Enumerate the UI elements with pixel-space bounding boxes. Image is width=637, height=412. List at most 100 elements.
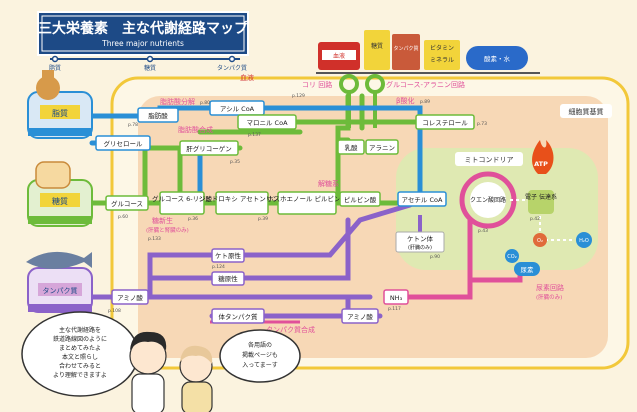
lipolysis-label: 脂肪酸分解 xyxy=(160,97,195,106)
page-ref: p.124 xyxy=(212,264,225,270)
node-malonyl-coa[interactable] xyxy=(237,114,297,130)
man-avatar xyxy=(129,331,167,412)
node-nh3-label: NH₃ xyxy=(390,294,403,302)
bubble-line: 入ってまーす xyxy=(242,362,277,369)
cori-cycle-label: コリ 回路 xyxy=(302,80,332,89)
protein-train-label: タンパク質 xyxy=(43,286,78,295)
node-o2-label: O₂ xyxy=(537,238,543,244)
node-nh3[interactable] xyxy=(383,289,409,305)
blood-label: 血液 xyxy=(240,73,254,82)
cargo-train: 血液 糖質 タンパク質 ビタミン ミネラル 酸素・水 xyxy=(316,30,540,74)
node-acetyl-coa[interactable] xyxy=(397,191,447,207)
node-atp-label: ATP xyxy=(534,160,548,168)
node-amino-acid[interactable] xyxy=(111,289,149,305)
station-lipid: 脂質 xyxy=(49,64,61,72)
node-pep[interactable] xyxy=(277,191,337,215)
cargo-oxygen-water: 酸素・水 xyxy=(484,54,511,63)
sugar-train: 糖質 xyxy=(27,161,93,227)
node-glycerol[interactable] xyxy=(95,135,151,151)
node-acyl-coa-label: アシル CoA xyxy=(220,105,255,113)
bubble-line: 各用語の xyxy=(248,341,272,349)
node-ketone-label: ケトン体 xyxy=(407,234,434,243)
node-g6p-label: グルコース 6-リン酸 xyxy=(152,194,213,203)
node-glycogen-label: 肝グリコーゲン xyxy=(186,144,232,153)
node-malonyl-coa-label: マロニル CoA xyxy=(246,119,288,127)
cargo-mineral: ミネラル xyxy=(430,57,454,64)
sugar-train-label: 糖質 xyxy=(52,196,68,206)
fish-icon xyxy=(26,251,92,269)
bubble-line: 本文と照らし xyxy=(62,353,98,361)
glucose-alanine-cycle-label: グルコース-アラニン回路 xyxy=(386,80,465,89)
mito-label-box xyxy=(455,152,523,166)
page-ref: p.108 xyxy=(108,308,121,314)
page-ref: p.90 xyxy=(430,254,440,260)
node-urea[interactable] xyxy=(514,262,540,276)
gluconeogenesis-note: (肝臓と腎臓のみ) xyxy=(146,226,189,234)
page-ref: p.42 xyxy=(530,216,540,222)
page-ref: p.43 xyxy=(478,228,488,234)
node-ketone[interactable] xyxy=(395,231,445,253)
lipid-train: 脂質 xyxy=(27,70,93,139)
bread-icon xyxy=(35,161,71,189)
node-alanine[interactable] xyxy=(365,139,399,155)
node-acetyl-coa-label: アセチル CoA xyxy=(402,196,443,204)
node-pyruvate-label: ピルビン酸 xyxy=(344,195,377,204)
page-ref: p.133 xyxy=(148,236,161,242)
beta-oxidation-label: β酸化 xyxy=(396,96,414,105)
gluconeogenesis-label: 糖新生 xyxy=(152,216,173,225)
protein-synth-label: タンパク質合成 xyxy=(266,325,315,334)
urea-note: (肝臓のみ) xyxy=(536,293,562,301)
node-pyruvate[interactable] xyxy=(339,191,381,207)
node-g6p[interactable] xyxy=(159,191,205,215)
bubble-line: 主な代謝経路を xyxy=(59,326,101,334)
node-co2[interactable] xyxy=(505,249,519,263)
oil-bottle-icon xyxy=(36,76,60,100)
page-title: 三大栄養素 主な代謝経路マップ xyxy=(38,20,249,37)
node-dhap[interactable] xyxy=(215,191,269,215)
node-etc[interactable] xyxy=(528,190,554,214)
node-glucose[interactable] xyxy=(105,195,149,211)
page-ref: p.117 xyxy=(388,306,401,312)
atp-flame-icon xyxy=(532,140,554,174)
node-glycogen[interactable] xyxy=(179,140,239,156)
node-glucogenic[interactable] xyxy=(211,271,245,286)
lipid-train-label: 脂質 xyxy=(52,108,68,118)
node-o2[interactable] xyxy=(533,233,547,247)
pathway-labels: コリ 回路 グルコース-アラニン回路 β酸化 脂肪酸分解 脂肪酸合成 解糖系 糖… xyxy=(146,80,564,334)
cargo-vitamin: ビタミン xyxy=(430,44,454,52)
woman-avatar xyxy=(179,345,213,412)
page-ref: p.129 xyxy=(292,93,305,99)
node-body-protein-label: 体タンパク質 xyxy=(219,312,259,321)
bubble-line: 鉄道路線図のように xyxy=(53,335,107,343)
node-lactate[interactable] xyxy=(337,139,365,155)
bubble-line: 掲載ページも xyxy=(242,351,278,359)
node-alanine-label: アラニン xyxy=(369,144,395,152)
node-tca-label: クエン酸回路 xyxy=(470,196,506,204)
lipogenesis-label: 脂肪酸合成 xyxy=(178,125,213,134)
node-body-protein[interactable] xyxy=(211,308,265,324)
page-ref: p.36 xyxy=(188,216,198,222)
node-h2o[interactable] xyxy=(576,232,592,248)
title-panel: 三大栄養素 主な代謝経路マップ Three major nutrients 脂質… xyxy=(37,11,249,72)
page-ref: p.39 xyxy=(258,216,268,222)
node-amino-acid-2[interactable] xyxy=(341,308,379,324)
node-co2-label: CO₂ xyxy=(507,254,516,260)
nodes: 脂肪酸 グリセロール グルコース グルコース 6-リン酸 肝グリコーゲン ジヒド… xyxy=(95,100,592,324)
node-acyl-coa[interactable] xyxy=(209,100,265,116)
node-fatty-acid[interactable] xyxy=(137,107,179,123)
page-ref: p.80 xyxy=(200,100,210,106)
node-ketogenic[interactable] xyxy=(211,248,245,263)
node-ketone-note: (肝臓のみ) xyxy=(408,244,432,251)
node-glucogenic-label: 糖原性 xyxy=(218,274,238,283)
page-ref: p.137 xyxy=(248,132,261,138)
node-lactate-label: 乳酸 xyxy=(345,143,359,152)
node-cholesterol[interactable] xyxy=(415,114,475,130)
page-ref: p.78 xyxy=(128,122,138,128)
node-h2o-label: H₂O xyxy=(579,238,589,244)
bubble-line: より理解できますよ xyxy=(53,371,107,379)
cargo-protein: タンパク質 xyxy=(393,45,418,52)
node-tca[interactable] xyxy=(470,182,506,218)
cytoplasm-label: 細胞質基質 xyxy=(569,107,604,116)
